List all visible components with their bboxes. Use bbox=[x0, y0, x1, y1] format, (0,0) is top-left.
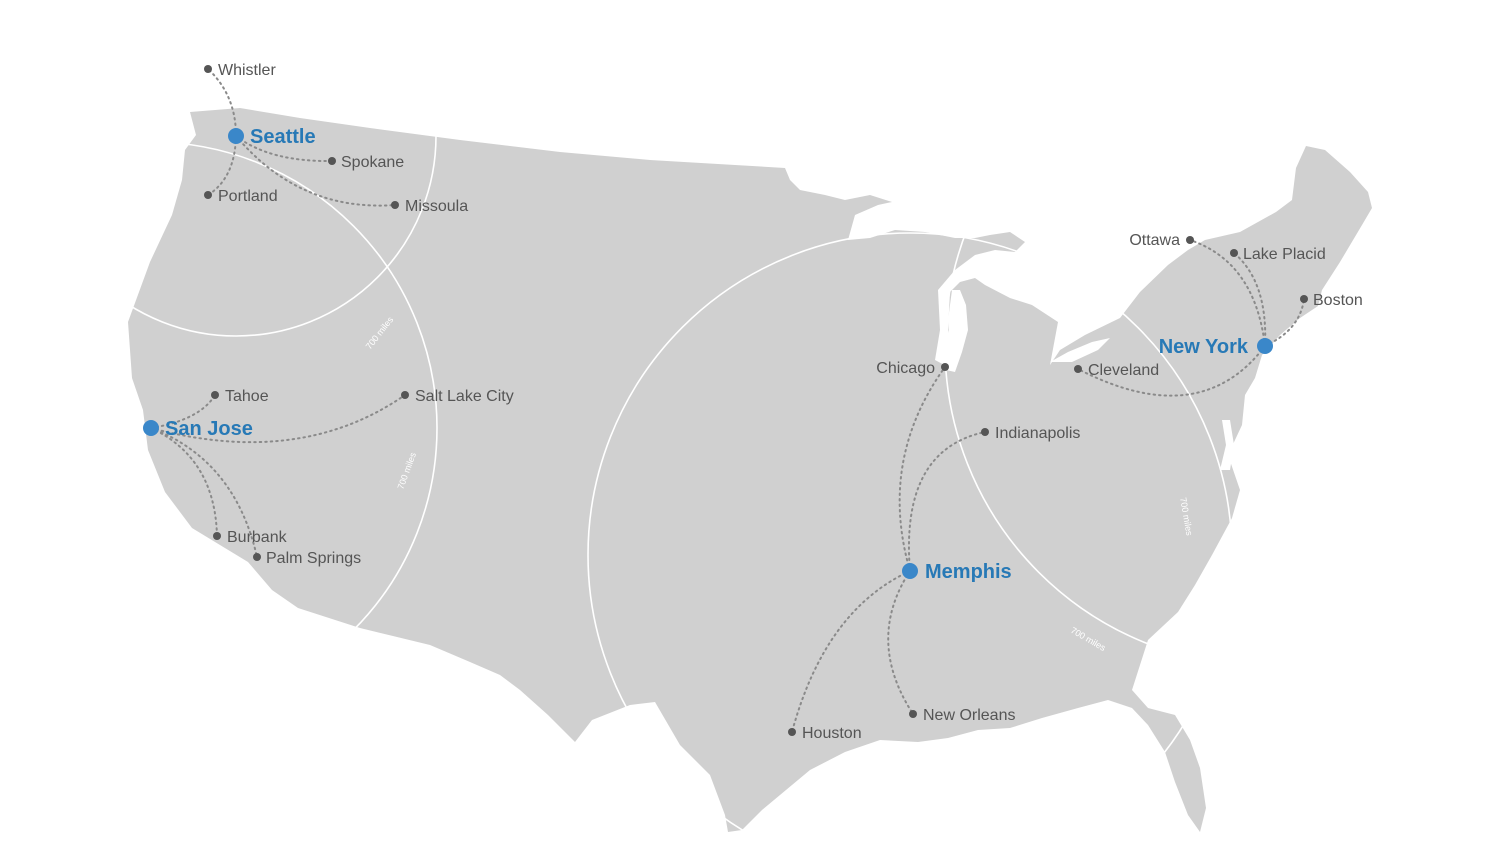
san-jose-radius-ring bbox=[0, 141, 438, 715]
city-dot bbox=[401, 391, 409, 399]
route-sanjose-burbank bbox=[150, 427, 218, 537]
hub-label: San Jose bbox=[165, 418, 253, 440]
city-chicago[interactable]: Chicago bbox=[876, 360, 949, 377]
city-label: Chicago bbox=[876, 360, 935, 377]
hub-san-jose[interactable]: San Jose bbox=[143, 418, 253, 440]
city-salt-lake-city[interactable]: Salt Lake City bbox=[401, 388, 514, 405]
city-dot bbox=[1230, 249, 1238, 257]
city-label: Boston bbox=[1313, 292, 1363, 309]
city-label: Whistler bbox=[218, 62, 276, 79]
city-dot bbox=[253, 553, 261, 561]
hub-label: New York bbox=[1159, 336, 1249, 358]
city-boston[interactable]: Boston bbox=[1300, 292, 1363, 309]
city-dot bbox=[941, 363, 949, 371]
city-dot bbox=[909, 710, 917, 718]
city-label: Burbank bbox=[227, 529, 288, 546]
city-tahoe[interactable]: Tahoe bbox=[211, 388, 269, 405]
route-memphis-indianapolis bbox=[908, 431, 986, 572]
city-label: Lake Placid bbox=[1243, 246, 1326, 263]
city-dot bbox=[213, 532, 221, 540]
city-houston[interactable]: Houston bbox=[788, 725, 862, 742]
route-seattle-spokane bbox=[235, 135, 333, 163]
hub-new-york[interactable]: New York bbox=[1159, 336, 1273, 358]
city-label: Houston bbox=[802, 725, 862, 742]
city-missoula[interactable]: Missoula bbox=[391, 198, 468, 215]
route-seattle-missoula bbox=[235, 135, 396, 207]
city-label: New Orleans bbox=[923, 707, 1015, 724]
city-label: Palm Springs bbox=[266, 550, 361, 567]
city-cleveland[interactable]: Cleveland bbox=[1074, 362, 1159, 379]
city-dot bbox=[1300, 295, 1308, 303]
city-dot bbox=[204, 65, 212, 73]
route-memphis-chicago bbox=[898, 366, 946, 572]
city-lake-placid[interactable]: Lake Placid bbox=[1230, 246, 1326, 263]
city-new-orleans[interactable]: New Orleans bbox=[909, 707, 1015, 724]
route-sanjose-saltlake bbox=[150, 394, 406, 444]
city-label: Missoula bbox=[405, 198, 468, 215]
city-label: Tahoe bbox=[225, 388, 269, 405]
city-dot bbox=[204, 191, 212, 199]
hub-dot bbox=[228, 128, 244, 144]
route-newyork-lakeplacid bbox=[1233, 252, 1267, 347]
city-portland[interactable]: Portland bbox=[204, 188, 278, 205]
lake-michigan bbox=[946, 290, 968, 372]
route-memphis-houston bbox=[791, 570, 911, 733]
city-label: Indianapolis bbox=[995, 425, 1080, 442]
route-memphis-neworleans bbox=[887, 570, 914, 715]
city-label: Spokane bbox=[341, 154, 404, 171]
new-york-radius-ring bbox=[944, 25, 1500, 667]
us-landmass bbox=[128, 108, 1372, 832]
city-dot bbox=[328, 157, 336, 165]
hub-dot bbox=[143, 420, 159, 436]
hub-label: Seattle bbox=[250, 126, 316, 148]
route-newyork-ottawa bbox=[1189, 239, 1266, 347]
memphis-radius-ring bbox=[587, 232, 1233, 843]
hub-dot bbox=[902, 563, 918, 579]
city-dot bbox=[1186, 236, 1194, 244]
city-ottawa[interactable]: Ottawa bbox=[1129, 232, 1194, 249]
lake-erie bbox=[1050, 338, 1110, 362]
city-whistler[interactable]: Whistler bbox=[204, 62, 276, 79]
city-label: Salt Lake City bbox=[415, 388, 514, 405]
route-newyork-cleveland bbox=[1077, 345, 1266, 397]
city-burbank[interactable]: Burbank bbox=[213, 529, 288, 546]
hub-seattle[interactable]: Seattle bbox=[228, 126, 316, 148]
city-indianapolis[interactable]: Indianapolis bbox=[981, 425, 1080, 442]
city-palm-springs[interactable]: Palm Springs bbox=[253, 550, 361, 567]
hub-memphis[interactable]: Memphis bbox=[902, 561, 1012, 583]
city-dot bbox=[391, 201, 399, 209]
hub-dot bbox=[1257, 338, 1273, 354]
chesapeake-bay bbox=[1220, 420, 1234, 470]
city-dot bbox=[1074, 365, 1082, 373]
city-label: Portland bbox=[218, 188, 278, 205]
city-spokane[interactable]: Spokane bbox=[328, 154, 404, 171]
city-dot bbox=[788, 728, 796, 736]
hub-label: Memphis bbox=[925, 561, 1012, 583]
city-label: Ottawa bbox=[1129, 232, 1180, 249]
city-dot bbox=[981, 428, 989, 436]
seattle-radius-ring bbox=[35, 0, 437, 337]
city-dot bbox=[211, 391, 219, 399]
city-label: Cleveland bbox=[1088, 362, 1159, 379]
route-sanjose-palmsprings bbox=[150, 427, 258, 558]
